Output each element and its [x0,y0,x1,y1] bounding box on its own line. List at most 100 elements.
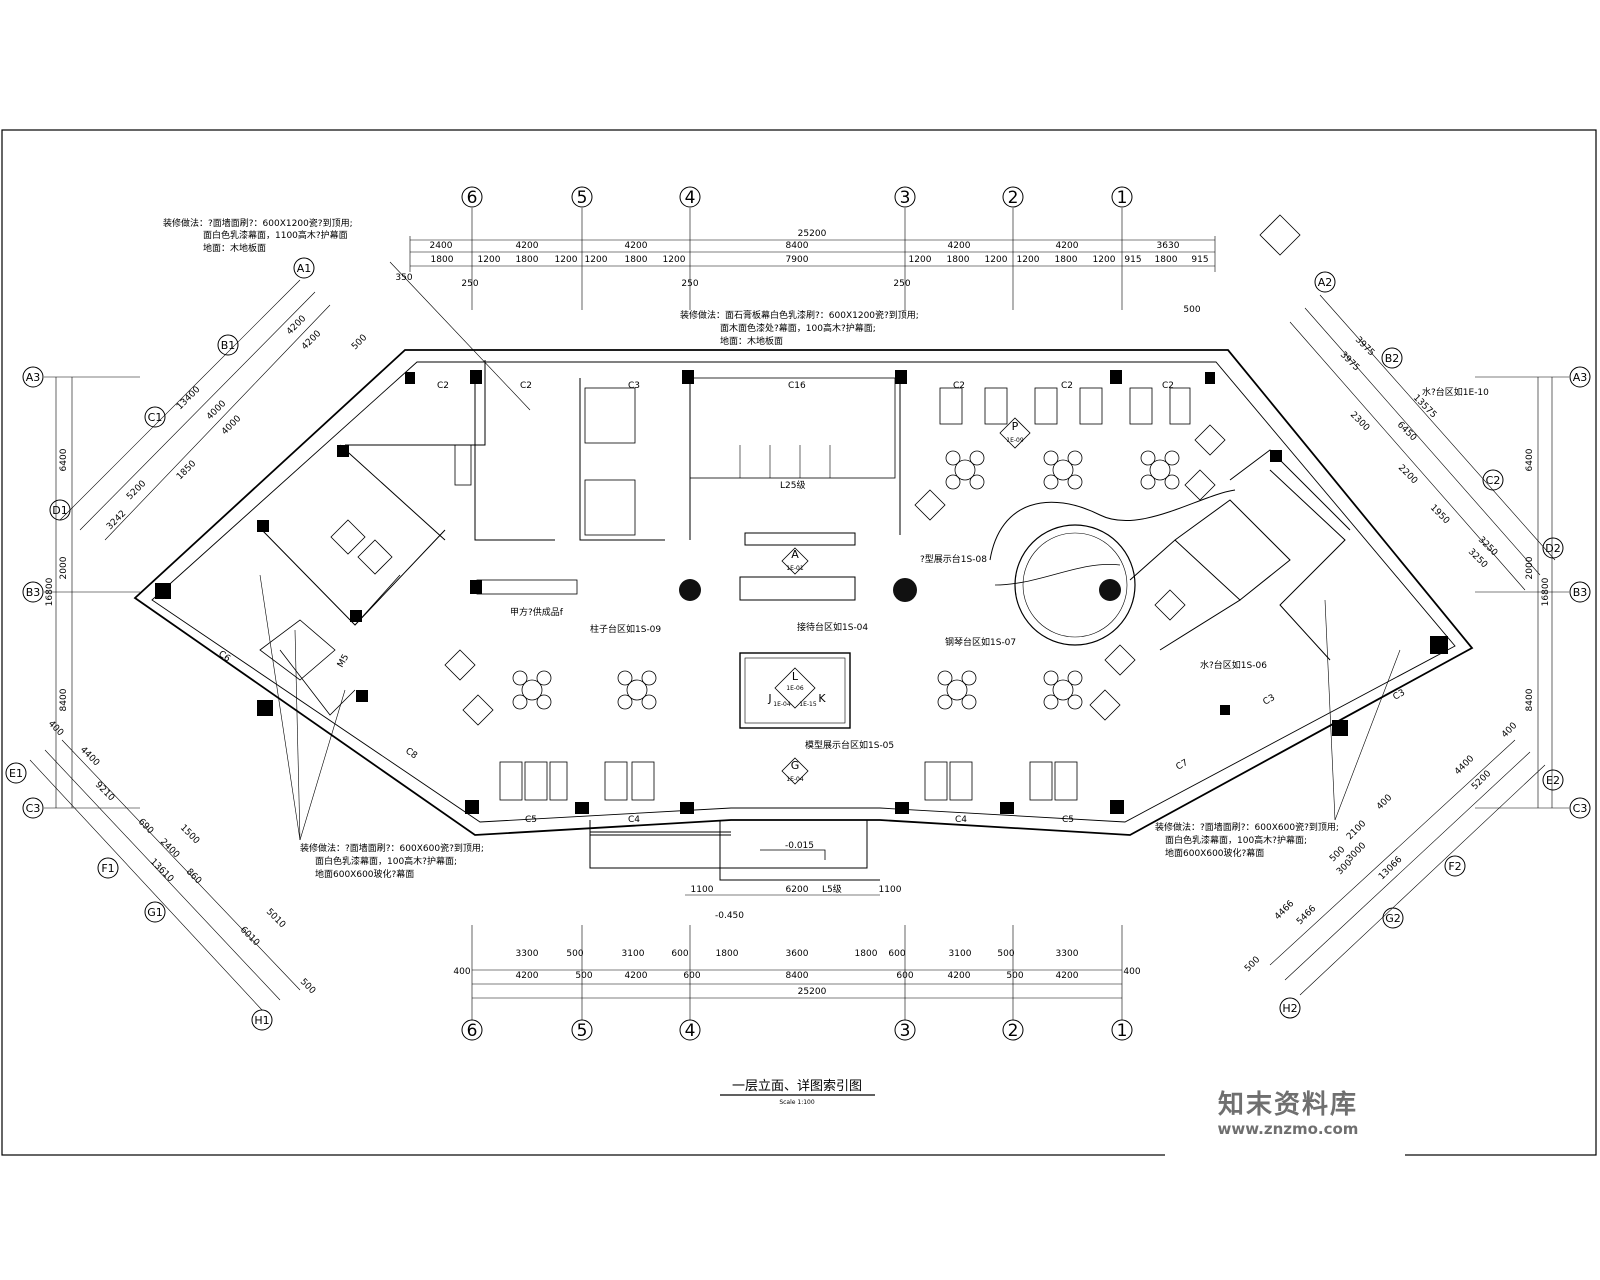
svg-text:F1: F1 [101,862,114,875]
svg-text:4400: 4400 [78,745,101,768]
svg-text:2400: 2400 [158,837,181,860]
svg-text:A3: A3 [1573,371,1588,384]
svg-text:3100: 3100 [949,949,972,959]
svg-text:C3: C3 [1262,693,1277,708]
svg-text:1850: 1850 [175,459,198,482]
side-dimension-text: 6400 2000 8400 16800 6400 2000 8400 1680… [45,448,1551,711]
svg-text:500: 500 [997,949,1014,959]
callouts: 水?台区如1E-10 ?型展示台1S-08 柱子台区如1S-09 接待台区如1S… [510,386,1489,751]
svg-text:A2: A2 [1318,276,1333,289]
svg-text:4000: 4000 [220,414,243,437]
svg-text:地面600X600玻化?幕面: 地面600X600玻化?幕面 [315,868,414,880]
svg-text:2: 2 [1008,188,1019,208]
window-tags: C2 C2 C3 C16 C2 C2 C2 C6 C8 C5 C4 C4 C5 … [216,381,1407,825]
building-walls [133,349,1474,881]
svg-text:400: 400 [1500,721,1519,740]
svg-text:1: 1 [1117,188,1128,208]
svg-text:C1: C1 [148,411,163,424]
bottom-dimension-text: 3300 500 3100 600 1800 3600 1800 600 310… [453,885,1140,997]
svg-text:1E-09: 1E-09 [1006,437,1024,444]
svg-text:1800: 1800 [947,255,970,265]
svg-text:C5: C5 [525,815,537,825]
svg-text:2300: 2300 [1348,410,1371,433]
top-dimension-text: 25200 2400 4200 4200 8400 4200 4200 3630… [395,229,1208,315]
svg-text:1E-06: 1E-06 [786,685,804,692]
svg-text:www.znzmo.com: www.znzmo.com [1218,1120,1359,1138]
svg-text:690: 690 [136,817,155,836]
svg-text:500: 500 [1183,305,1200,315]
axis-labels: 6 5 4 3 2 1 6 5 4 3 2 1 A3 B3 C3 A3 B3 C… [9,188,1587,1041]
svg-text:4200: 4200 [516,971,539,981]
svg-text:柱子台区如1S-09: 柱子台区如1S-09 [590,623,661,635]
svg-text:4200: 4200 [1056,241,1079,251]
svg-text:13400: 13400 [175,385,203,413]
svg-text:A: A [791,548,799,561]
svg-text:9210: 9210 [93,780,116,803]
svg-text:4200: 4200 [1056,971,1079,981]
index-mark-labels: A 1E-01 P 1E-09 G 1E-04 L 1E-06 J 1E-04 … [767,420,1024,783]
svg-text:1100: 1100 [879,885,902,895]
svg-text:400: 400 [453,967,470,977]
svg-text:1500: 1500 [178,823,201,846]
svg-text:400: 400 [1375,793,1394,812]
svg-text:1800: 1800 [625,255,648,265]
level-marks: -0.015 -0.450 L25级 L5级 [715,479,842,921]
svg-text:C2: C2 [1061,381,1073,391]
svg-text:2400: 2400 [430,241,453,251]
svg-text:6: 6 [467,188,478,208]
svg-text:1E-01: 1E-01 [786,565,804,572]
svg-text:6400: 6400 [1525,448,1535,471]
svg-text:F2: F2 [1448,860,1461,873]
svg-text:8400: 8400 [786,241,809,251]
drawing-frame [1,129,1597,1156]
svg-text:2000: 2000 [1525,556,1535,579]
svg-text:面白色乳漆幕面，100高木?护幕面;: 面白色乳漆幕面，100高木?护幕面; [315,855,457,867]
svg-text:一层立面、详图索引图: 一层立面、详图索引图 [732,1079,862,1094]
svg-text:2000: 2000 [59,556,69,579]
svg-text:4400: 4400 [1453,754,1476,777]
svg-text:16800: 16800 [1541,577,1551,606]
svg-text:5010: 5010 [264,907,287,930]
svg-text:1200: 1200 [585,255,608,265]
svg-text:C3: C3 [1573,802,1588,815]
svg-text:4466: 4466 [1273,899,1296,922]
svg-text:L: L [792,670,799,683]
svg-text:E1: E1 [9,767,23,780]
svg-text:C8: C8 [403,746,419,761]
svg-text:C2: C2 [437,381,449,391]
svg-text:4: 4 [685,1021,696,1041]
svg-text:1200: 1200 [1017,255,1040,265]
svg-text:25200: 25200 [798,987,827,997]
svg-text:600: 600 [888,949,905,959]
svg-text:M5: M5 [336,653,351,670]
svg-text:C3: C3 [628,381,640,391]
svg-text:C2: C2 [1486,474,1501,487]
svg-text:K: K [818,692,826,705]
svg-text:面木面色漆处?幕面，100高木?护幕面;: 面木面色漆处?幕面，100高木?护幕面; [720,322,876,334]
svg-text:860: 860 [184,867,203,886]
svg-text:600: 600 [896,971,913,981]
svg-text:4000: 4000 [205,399,228,422]
svg-text:B1: B1 [221,339,236,352]
svg-text:B3: B3 [26,586,41,599]
svg-text:甲方?供成品f: 甲方?供成品f [510,606,564,618]
svg-text:面白色乳漆幕面，100高木?护幕面;: 面白色乳漆幕面，100高木?护幕面; [1165,834,1307,846]
svg-text:8400: 8400 [1525,688,1535,711]
svg-text:915: 915 [1124,255,1141,265]
svg-text:2200: 2200 [1396,463,1419,486]
svg-text:6010: 6010 [238,925,261,948]
svg-text:1800: 1800 [716,949,739,959]
svg-text:C16: C16 [788,381,806,391]
svg-text:L25级: L25级 [780,479,805,491]
svg-text:?型展示台1S-08: ?型展示台1S-08 [920,553,987,565]
svg-text:钢琴台区如1S-07: 钢琴台区如1S-07 [945,636,1016,648]
svg-text:3300: 3300 [1056,949,1079,959]
svg-text:C5: C5 [1062,815,1074,825]
svg-text:2100: 2100 [1345,819,1368,842]
diagonal-dims-left-lower: 400 4400 9210 690 1500 2400 13610 860 50… [46,719,317,996]
svg-text:C2: C2 [520,381,532,391]
svg-text:C4: C4 [955,815,967,825]
svg-text:500: 500 [566,949,583,959]
svg-text:8400: 8400 [786,971,809,981]
